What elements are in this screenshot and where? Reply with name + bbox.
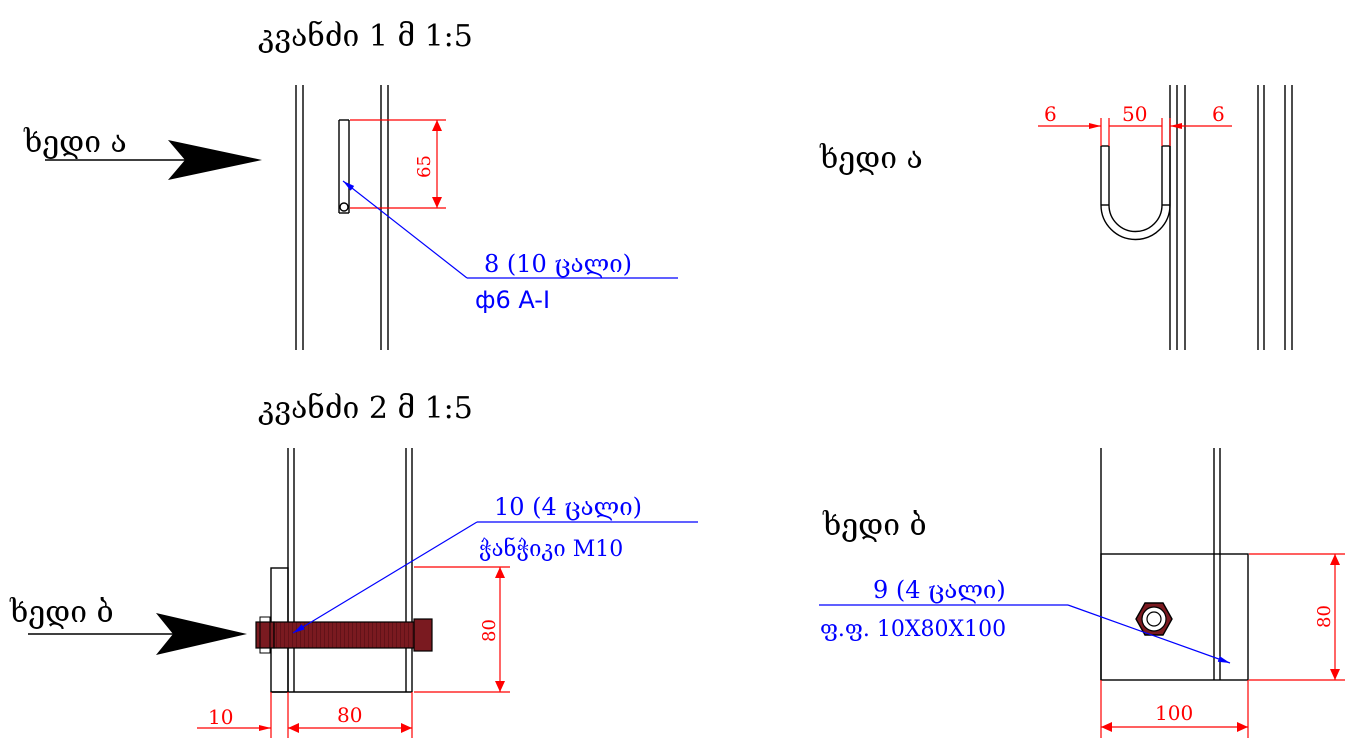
view-a-label: ხედი ა <box>819 141 923 176</box>
rebar-pin <box>338 119 350 214</box>
dim-80-bolt: 80 <box>414 566 510 693</box>
view-a-walls <box>1169 85 1293 350</box>
dim-80-bottom-label: 80 <box>337 703 362 727</box>
view-b-drawing: ხედი ბ 80 100 <box>819 448 1345 738</box>
nut-icon <box>1135 602 1173 636</box>
dim-top-row: 6 50 6 <box>1038 102 1232 146</box>
view-b-walls <box>1100 448 1249 681</box>
view-b-label: ხედი ბ <box>822 508 927 543</box>
node2-walls <box>270 448 413 693</box>
node1-title: კვანძი 1 მ 1:5 <box>258 19 473 54</box>
view-a-arrowhead-icon <box>168 140 262 180</box>
callout-3-line2: ფ.ფ. 10X80X100 <box>820 617 1006 642</box>
dim-100-label: 100 <box>1155 701 1193 725</box>
dim-80-bolt-label: 80 <box>479 619 500 642</box>
node2-title: კვანძი 2 მ 1:5 <box>258 391 473 426</box>
callout-1-line1: 8 (10 ცალი) <box>484 250 632 278</box>
view-a-arrow: ხედი ა <box>23 125 262 180</box>
dim-80-plate-label: 80 <box>1314 605 1335 628</box>
node1-drawing: ხედი ა 65 <box>23 85 678 350</box>
view-a-arrow-label: ხედი ა <box>23 125 127 160</box>
dim-80-plate: 80 <box>1249 553 1345 681</box>
dim-6-left-label: 6 <box>1044 102 1057 126</box>
bolt-m10 <box>255 616 433 654</box>
callout-2-line1: 10 (4 ცალი) <box>494 493 642 521</box>
callout-1-line2: ф6 A-I <box>475 286 550 314</box>
dim-6-right-label: 6 <box>1212 102 1225 126</box>
dim-bottom-row: 10 80 <box>197 692 413 738</box>
dim-65: 65 <box>350 119 446 209</box>
dim-65-label: 65 <box>414 155 435 178</box>
dim-100: 100 <box>1100 680 1249 738</box>
callout-3-line1: 9 (4 ცალი) <box>873 576 1006 604</box>
node1-walls <box>295 85 389 350</box>
callout-1: 8 (10 ცალი) ф6 A-I <box>342 180 678 314</box>
callout-3: 9 (4 ცალი) ფ.ფ. 10X80X100 <box>819 576 1231 664</box>
callout-2: 10 (4 ცალი) ჭანჭიკი M10 <box>292 493 698 634</box>
dim-50-label: 50 <box>1122 102 1147 126</box>
callout-2-line2: ჭანჭიკი M10 <box>479 536 623 562</box>
u-bar <box>1100 145 1171 241</box>
dim-10-label: 10 <box>208 705 233 729</box>
node2-drawing: ხედი ბ 80 <box>9 448 698 738</box>
view-b-arrow: ხედი ბ <box>9 595 247 655</box>
view-b-arrowhead-icon <box>156 613 247 655</box>
view-a-drawing: ხედი ა 6 50 6 <box>819 85 1293 350</box>
view-b-arrow-label: ხედი ბ <box>9 595 114 630</box>
